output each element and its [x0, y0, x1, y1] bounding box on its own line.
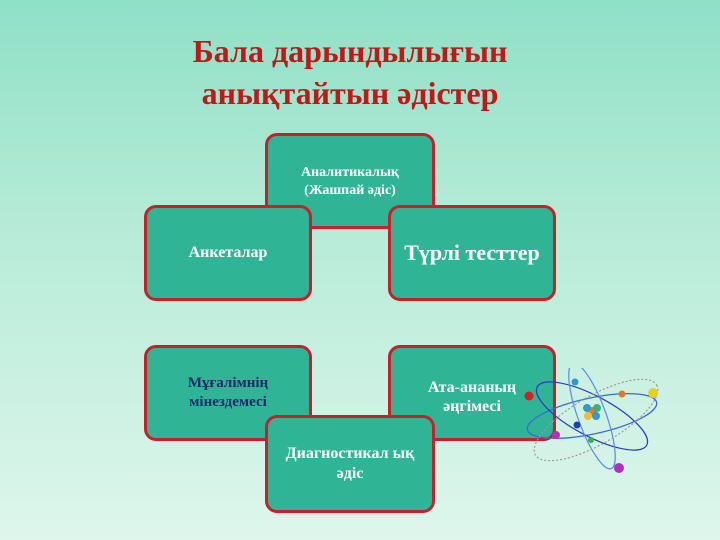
node-questionnaires-label: Анкеталар: [188, 244, 268, 261]
atom-icon: [524, 368, 659, 473]
node-questionnaires[interactable]: Анкеталар: [144, 205, 312, 301]
node-various-tests[interactable]: Түрлі тесттер: [388, 205, 556, 301]
node-analytic-label: Аналитикалық (Жашпай әдіс): [301, 165, 399, 198]
slide-title: Бала дарындылығын анықтайтын әдістер: [140, 30, 560, 114]
title-line-2: анықтайтын әдістер: [201, 75, 499, 111]
title-line-1: Бала дарындылығын: [192, 33, 508, 69]
node-teacher-label: Мұғалімнің мінездемесі: [187, 375, 269, 410]
node-teacher-characteristic[interactable]: Мұғалімнің мінездемесі: [144, 345, 312, 441]
node-various-tests-label: Түрлі тесттер: [404, 240, 540, 265]
node-diagnostic-label: Диагностикал ық әдіс: [285, 445, 415, 482]
node-parents-label: Ата-ананың әңгімесі: [427, 379, 517, 415]
node-diagnostic-method[interactable]: Диагностикал ық әдіс: [265, 415, 435, 513]
